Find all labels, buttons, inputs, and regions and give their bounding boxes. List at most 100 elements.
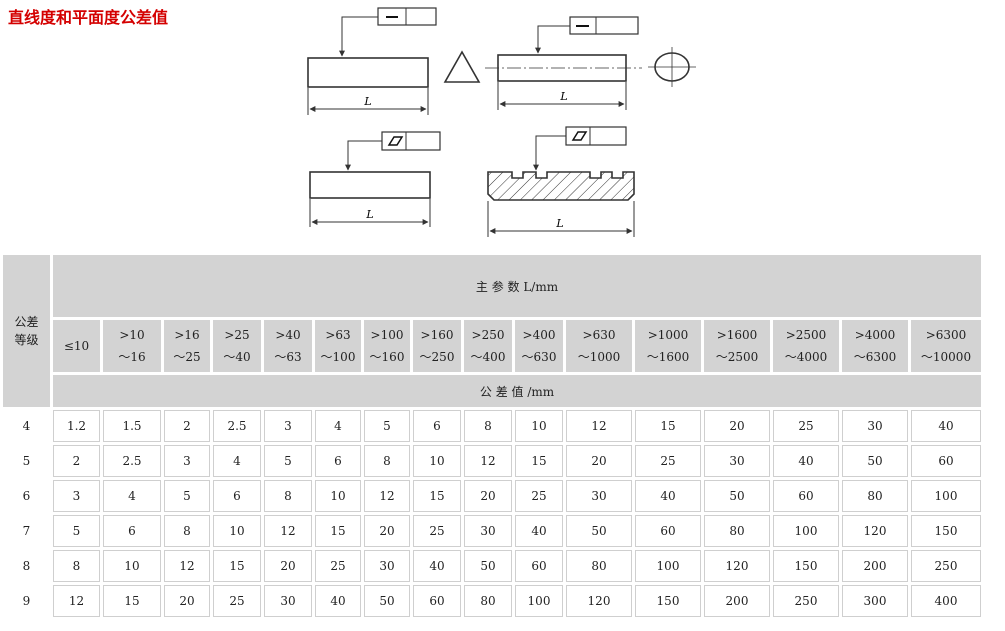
grade-cell: 6 [3,480,50,512]
axis-straightness-diagram: L [485,16,696,110]
value-cell: 40 [315,585,361,617]
range-upper: ～40 [223,350,251,364]
value-cell: 15 [635,410,701,442]
value-cell: 20 [464,480,512,512]
range-upper: ～250 [419,350,455,364]
value-cell: 25 [515,480,563,512]
value-cell: 120 [566,585,632,617]
range-header: >1000 ～1600 [635,320,701,372]
length-label: L [363,95,371,108]
range-header: >40 ～63 [264,320,312,372]
value-cell: 2 [164,410,210,442]
value-cell: 30 [464,515,512,547]
range-lower: >16 [174,328,200,342]
value-cell: 50 [842,445,908,477]
value-cell: 80 [464,585,512,617]
range-lower: >4000 [854,328,896,342]
value-cell: 400 [911,585,981,617]
value-cell: 8 [364,445,410,477]
value-cell: 100 [911,480,981,512]
value-cell: 120 [704,550,770,582]
value-cell: 12 [464,445,512,477]
triangle-icon [443,50,481,83]
value-cell: 150 [635,585,701,617]
value-header: 公 差 值 /mm [53,375,981,407]
range-lower: >10 [119,328,145,342]
value-cell: 8 [264,480,312,512]
value-cell: 300 [842,585,908,617]
value-cell: 1.2 [53,410,100,442]
range-header: >250～400 [464,320,512,372]
value-cell: 60 [911,445,981,477]
value-cell: 12 [53,585,100,617]
range-lower: >6300 [925,328,967,342]
value-cell: 200 [842,550,908,582]
value-cell: 40 [911,410,981,442]
range-upper: ～1600 [646,350,690,364]
range-header: >160 ～250 [413,320,461,372]
range-lower: >250 [471,328,505,342]
value-cell: 150 [911,515,981,547]
value-cell: 10 [103,550,161,582]
value-cell: 4 [103,480,161,512]
value-cell: 10 [413,445,461,477]
value-cell: 8 [164,515,210,547]
param-header: 主 参 数 L/mm [53,255,981,317]
value-cell: 6 [213,480,261,512]
range-lower: >40 [275,328,301,342]
grade-header-line1: 公差 [14,315,39,329]
value-cell: 2 [53,445,100,477]
value-cell: 8 [53,550,100,582]
value-cell: 120 [842,515,908,547]
range-header: >400～630 [515,320,563,372]
value-cell: 1.5 [103,410,161,442]
value-cell: 100 [515,585,563,617]
value-cell: 15 [515,445,563,477]
value-cell: 12 [566,410,632,442]
value-cell: 60 [413,585,461,617]
value-cell: 5 [264,445,312,477]
value-cell: 40 [515,515,563,547]
value-cell: 100 [635,550,701,582]
value-cell: 2.5 [103,445,161,477]
range-lower: >1000 [647,328,689,342]
range-upper: ～100 [320,350,356,364]
value-cell: 10 [213,515,261,547]
value-cell: 25 [315,550,361,582]
value-cell: 10 [515,410,563,442]
range-upper: ～10000 [920,350,972,364]
range-header: >25～40 [213,320,261,372]
flatness-section-diagram: L [487,126,635,237]
value-cell: 50 [704,480,770,512]
range-header: >63～100 [315,320,361,372]
range-upper: ～1000 [577,350,621,364]
range-lower: >2500 [785,328,827,342]
value-cell: 3 [53,480,100,512]
value-cell: 50 [364,585,410,617]
value-cell: 60 [515,550,563,582]
value-cell: 250 [773,585,839,617]
range-upper: ～63 [274,350,302,364]
page-title: 直线度和平面度公差值 [8,8,169,27]
length-label: L [365,208,373,221]
value-cell: 20 [264,550,312,582]
range-header: >100～160 [364,320,410,372]
value-cell: 20 [364,515,410,547]
value-cell: 20 [164,585,210,617]
value-cell: 12 [264,515,312,547]
value-cell: 30 [704,445,770,477]
value-cell: 40 [413,550,461,582]
range-header: ≤10 [53,320,100,372]
grade-cell: 8 [3,550,50,582]
value-cell: 3 [164,445,210,477]
range-lower: >160 [420,328,454,342]
value-cell: 30 [364,550,410,582]
range-upper: ～160 [369,350,405,364]
value-cell: 30 [566,480,632,512]
